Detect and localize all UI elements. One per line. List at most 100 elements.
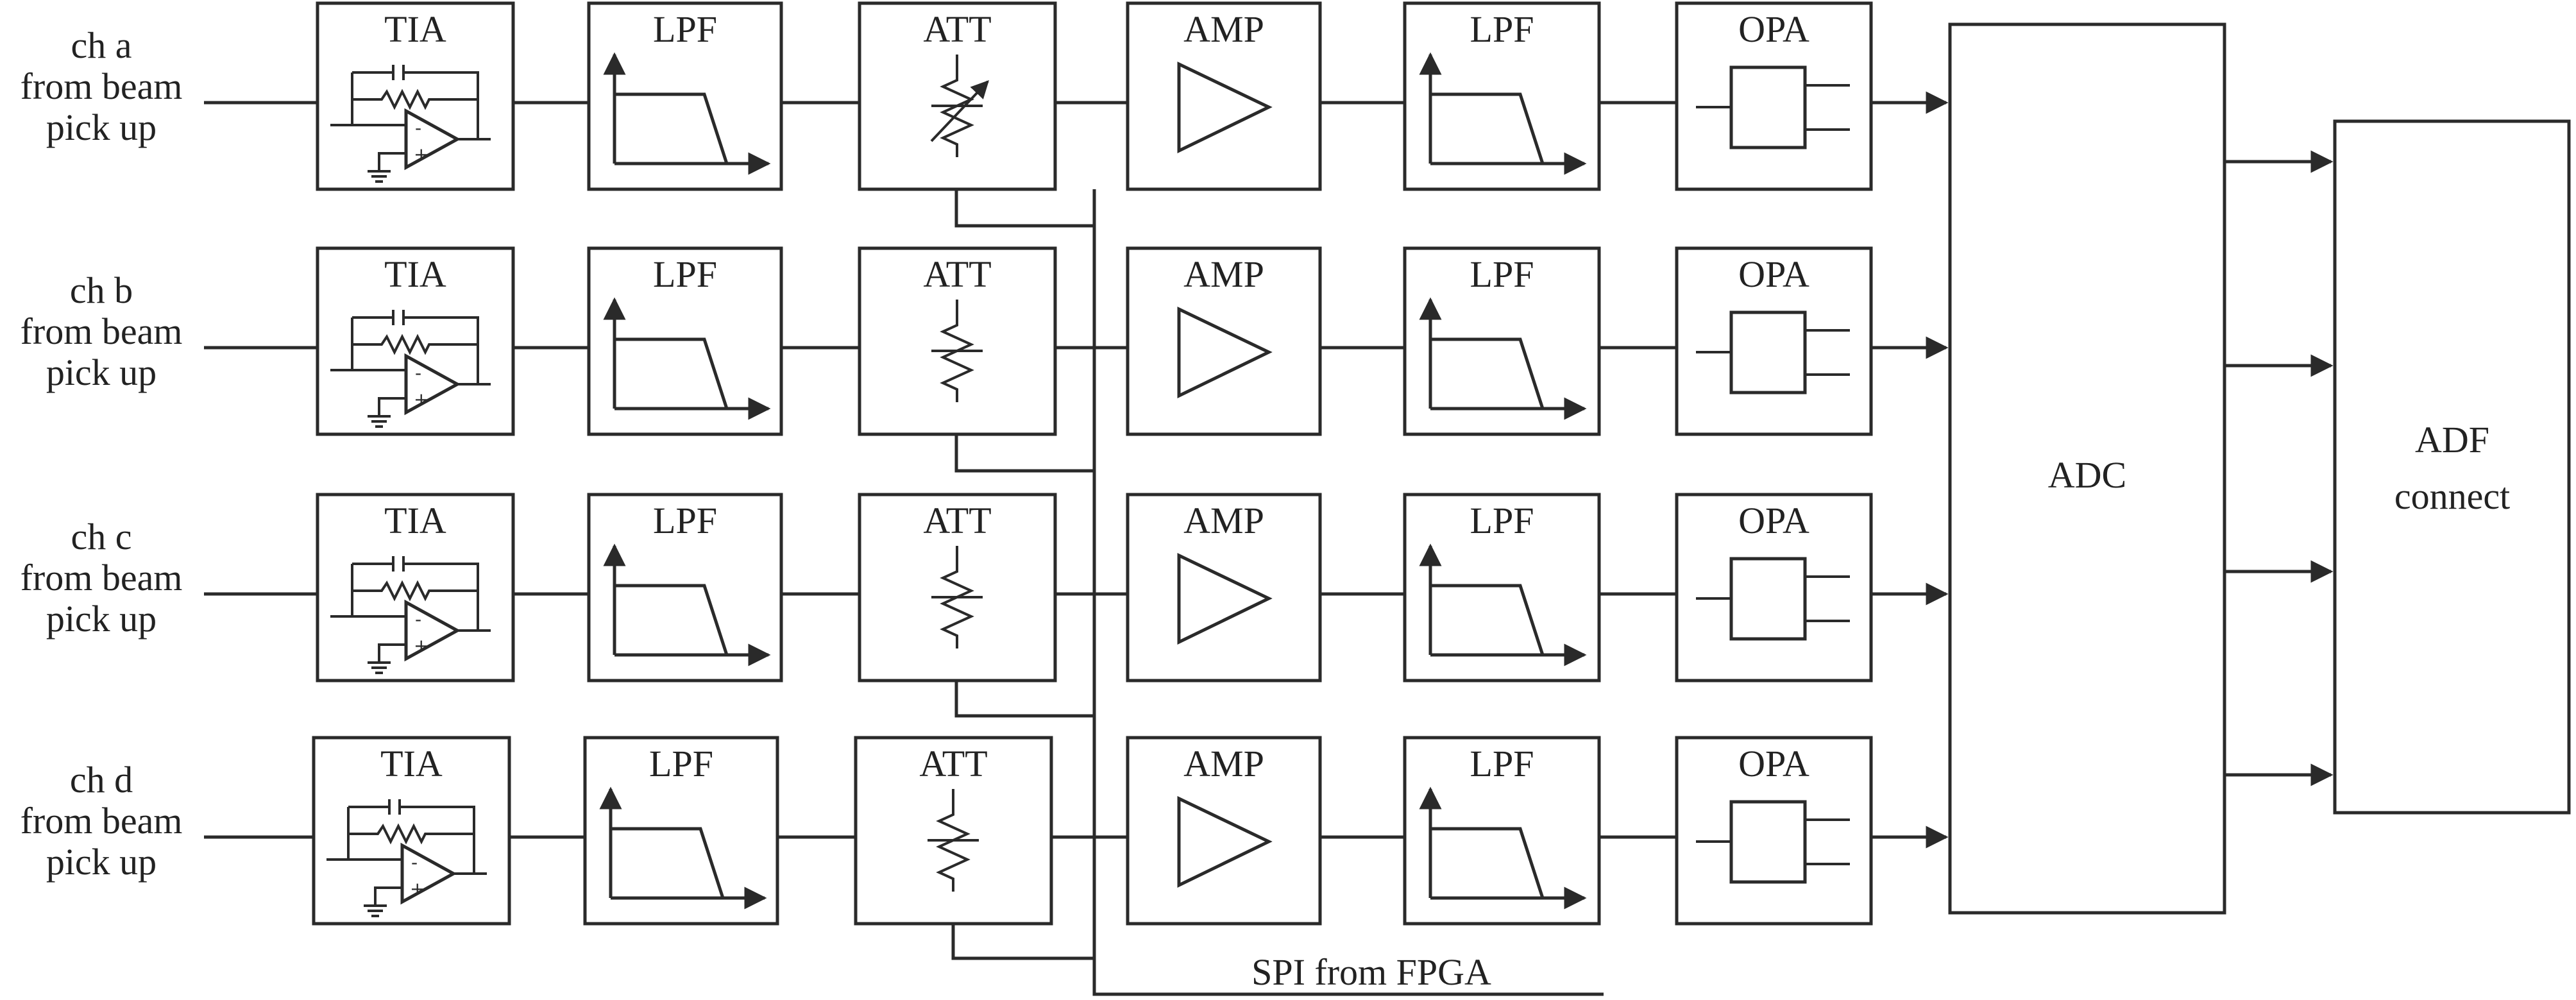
attenuator-symbol	[928, 789, 979, 892]
adc-to-adf-arrows	[2224, 150, 2334, 786]
stage-att-a: ATT	[858, 1, 1057, 191]
stage-amp-c: AMP	[1126, 493, 1322, 682]
stage-lpf-d: LPF	[583, 736, 779, 926]
adc-label: ADC	[2048, 454, 2126, 496]
stage-att-b: ATT	[858, 246, 1057, 436]
lowpass-response-icon	[1419, 52, 1587, 175]
stage-amp-a: AMP	[1126, 1, 1322, 191]
stage-label: AMP	[1183, 743, 1264, 784]
stage-label: ATT	[923, 253, 991, 295]
lowpass-response-icon	[603, 297, 771, 420]
adc-block: ADC	[1948, 22, 2226, 915]
stage-label: ATT	[923, 500, 991, 541]
stage-label: LPF	[653, 500, 717, 541]
stage-lpf2-a: LPF	[1403, 1, 1601, 191]
stage-label: LPF	[1470, 743, 1534, 784]
adf-connect-block: ADF connect	[2333, 119, 2571, 815]
channel-label-c-line3: pick up	[46, 598, 157, 640]
stage-label: TIA	[384, 8, 446, 50]
stage-label: ATT	[923, 8, 991, 50]
opa-symbol	[1696, 800, 1850, 884]
stage-lpf-c: LPF	[587, 493, 783, 682]
stage-label: AMP	[1183, 253, 1264, 295]
adf-label-line1: ADF	[2415, 419, 2489, 461]
tia-symbol: -+	[330, 310, 491, 428]
channel-label-c-line2: from beam	[21, 557, 183, 598]
lowpass-response-icon	[1419, 543, 1587, 666]
stage-label: LPF	[649, 743, 713, 784]
stage-label: OPA	[1738, 743, 1809, 784]
stage-label: TIA	[384, 500, 446, 541]
opa-symbol	[1696, 65, 1850, 149]
stage-label: LPF	[1470, 500, 1534, 541]
stage-lpf-a: LPF	[587, 1, 783, 191]
channel-label-a-line2: from beam	[21, 65, 183, 107]
channel-label-d-line3: pick up	[46, 841, 157, 883]
channel-label-a-line1: ch a	[71, 24, 132, 66]
stage-opa-a: OPA	[1675, 1, 1873, 191]
lowpass-response-icon	[1419, 297, 1587, 420]
lowpass-response-icon	[603, 543, 771, 666]
amplifier-triangle-icon	[1177, 796, 1273, 888]
stage-label: LPF	[653, 8, 717, 50]
tia-symbol: -+	[330, 556, 491, 674]
stage-label: LPF	[653, 253, 717, 295]
channel-label-d-line1: ch d	[70, 759, 133, 801]
channel-label-a-line3: pick up	[46, 106, 157, 148]
stage-opa-b: OPA	[1675, 246, 1873, 436]
stage-label: OPA	[1738, 8, 1809, 50]
stage-tia-a: TIA-+	[316, 1, 515, 191]
svg-text:-: -	[415, 117, 421, 139]
channel-label-d-line2: from beam	[21, 800, 183, 842]
channel-label-b-line2: from beam	[21, 310, 183, 352]
lowpass-response-icon	[599, 786, 767, 910]
opa-symbol	[1696, 557, 1850, 641]
stage-lpf2-d: LPF	[1403, 736, 1601, 926]
lowpass-response-icon	[1419, 786, 1587, 910]
svg-text:-: -	[415, 362, 421, 384]
tia-symbol: -+	[326, 799, 487, 917]
amplifier-triangle-icon	[1177, 553, 1273, 645]
amplifier-triangle-icon	[1177, 62, 1273, 153]
svg-text:+: +	[414, 635, 428, 656]
channel-label-b-line3: pick up	[46, 352, 157, 393]
stage-lpf-b: LPF	[587, 246, 783, 436]
tia-symbol: -+	[330, 65, 491, 183]
svg-text:-: -	[415, 609, 421, 630]
stage-label: LPF	[1470, 253, 1534, 295]
stage-label: AMP	[1183, 8, 1264, 50]
stage-label: AMP	[1183, 500, 1264, 541]
stage-lpf2-c: LPF	[1403, 493, 1601, 682]
stage-opa-c: OPA	[1675, 493, 1873, 682]
amplifier-triangle-icon	[1177, 307, 1273, 398]
svg-text:-: -	[411, 852, 418, 873]
stage-tia-b: TIA-+	[316, 246, 515, 436]
svg-text:+: +	[414, 389, 428, 410]
opa-symbol	[1696, 310, 1850, 394]
spi-bus: SPI from FPGA	[951, 189, 1604, 996]
spi-label: SPI from FPGA	[1251, 951, 1491, 993]
stage-lpf2-b: LPF	[1403, 246, 1601, 436]
stage-label: LPF	[1470, 8, 1534, 50]
stage-tia-c: TIA-+	[316, 493, 515, 682]
stage-label: TIA	[384, 253, 446, 295]
stage-label: OPA	[1738, 253, 1809, 295]
attenuator-symbol	[931, 546, 983, 648]
channel-label-c-line1: ch c	[71, 516, 132, 557]
stage-label: OPA	[1738, 500, 1809, 541]
svg-text:+: +	[414, 144, 428, 165]
channel-label-b-line1: ch b	[70, 269, 133, 311]
stage-opa-d: OPA	[1675, 736, 1873, 926]
lowpass-response-icon	[603, 52, 771, 175]
stage-amp-b: AMP	[1126, 246, 1322, 436]
stage-att-c: ATT	[858, 493, 1057, 682]
svg-text:+: +	[410, 878, 425, 899]
stage-label: TIA	[380, 743, 443, 784]
stage-att-d: ATT	[854, 736, 1053, 926]
attenuator-symbol	[930, 55, 989, 157]
stage-amp-d: AMP	[1126, 736, 1322, 926]
